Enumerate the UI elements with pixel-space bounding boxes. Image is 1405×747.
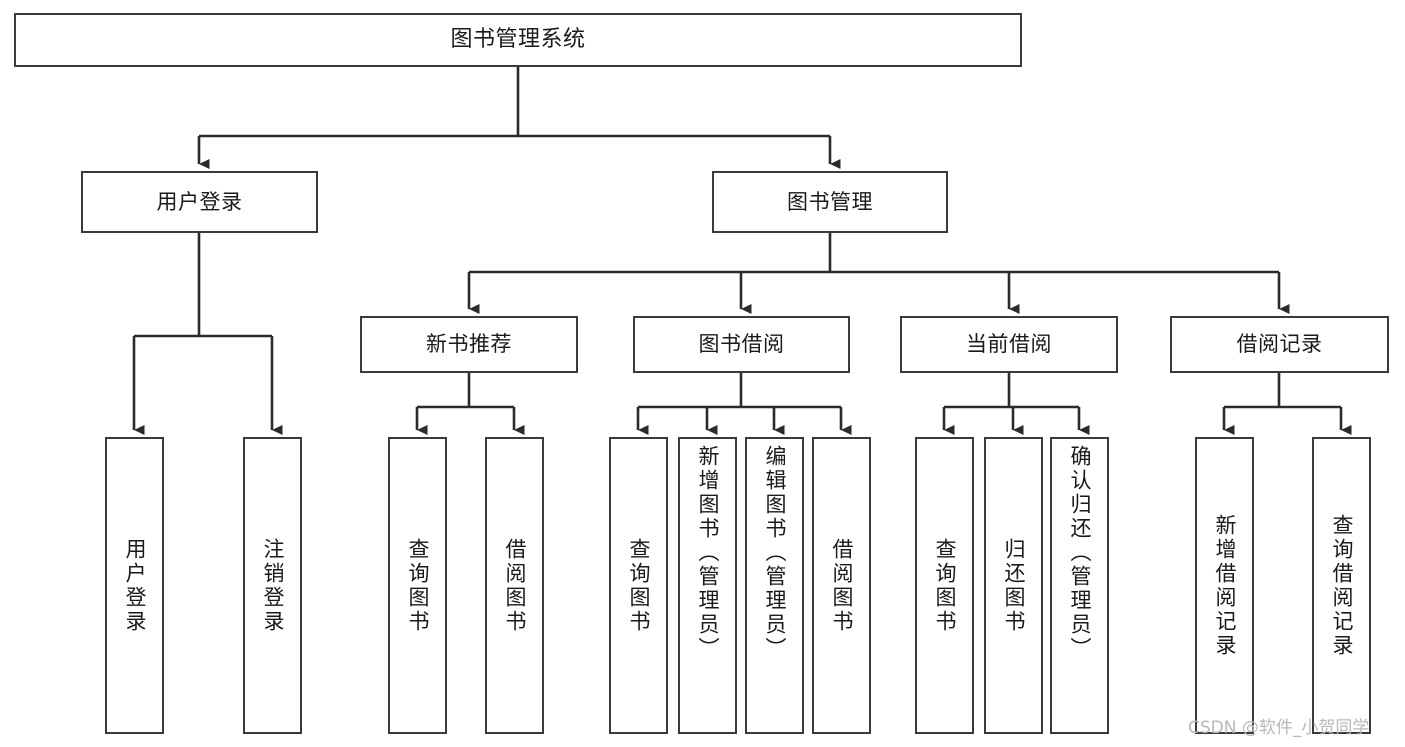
node-leaf-user-login-login[interactable]: 用户登录 <box>105 437 164 734</box>
node-label: 归还图书 <box>1002 537 1026 634</box>
node-leaf-borrow-record-query[interactable]: 查询借阅记录 <box>1312 437 1371 734</box>
node-label: 借阅记录 <box>1236 332 1323 357</box>
node-label: 图书管理 <box>787 189 873 214</box>
node-label: 编辑图书（管理员） <box>763 445 787 661</box>
node-leaf-new-book-query[interactable]: 查询图书 <box>388 437 447 734</box>
node-label: 借阅图书 <box>503 537 527 634</box>
node-current-borrow[interactable]: 当前借阅 <box>900 316 1118 373</box>
node-leaf-user-login-logout[interactable]: 注销登录 <box>243 437 302 734</box>
node-label: 新书推荐 <box>426 332 512 357</box>
node-leaf-new-book-borrow[interactable]: 借阅图书 <box>485 437 544 734</box>
node-label: 用户登录 <box>156 189 243 214</box>
node-user-login[interactable]: 用户登录 <box>81 171 318 233</box>
node-label: 查询图书 <box>627 537 651 634</box>
node-label: 图书管理系统 <box>450 27 586 53</box>
node-leaf-book-borrow-query[interactable]: 查询图书 <box>609 437 668 734</box>
node-label: 借阅图书 <box>830 537 854 634</box>
node-leaf-book-borrow-edit[interactable]: 编辑图书（管理员） <box>745 437 804 734</box>
node-leaf-current-borrow-return[interactable]: 归还图书 <box>984 437 1043 734</box>
node-label: 新增图书（管理员） <box>696 445 720 661</box>
node-label: 用户登录 <box>123 537 147 634</box>
node-leaf-book-borrow-add[interactable]: 新增图书（管理员） <box>678 437 737 734</box>
node-label: 新增借阅记录 <box>1213 513 1237 658</box>
node-label: 查询图书 <box>933 537 957 634</box>
node-label: 注销登录 <box>261 537 285 634</box>
csdn-watermark: CSDN @软件_小贺同学 <box>1188 718 1370 738</box>
node-leaf-book-borrow-borrow[interactable]: 借阅图书 <box>812 437 871 734</box>
node-label: 查询图书 <box>406 537 430 634</box>
node-borrow-record[interactable]: 借阅记录 <box>1170 316 1389 373</box>
node-label: 查询借阅记录 <box>1330 513 1354 658</box>
node-leaf-current-borrow-confirm[interactable]: 确认归还（管理员） <box>1050 437 1109 734</box>
node-label: 图书借阅 <box>698 332 785 357</box>
node-book-management[interactable]: 图书管理 <box>712 171 948 233</box>
node-leaf-current-borrow-query[interactable]: 查询图书 <box>915 437 974 734</box>
node-label: 确认归还（管理员） <box>1068 445 1092 661</box>
node-leaf-borrow-record-add[interactable]: 新增借阅记录 <box>1195 437 1254 734</box>
node-book-borrow[interactable]: 图书借阅 <box>633 316 850 373</box>
node-new-book-recommend[interactable]: 新书推荐 <box>360 316 578 373</box>
node-root-system[interactable]: 图书管理系统 <box>14 13 1022 67</box>
node-label: 当前借阅 <box>966 332 1052 357</box>
